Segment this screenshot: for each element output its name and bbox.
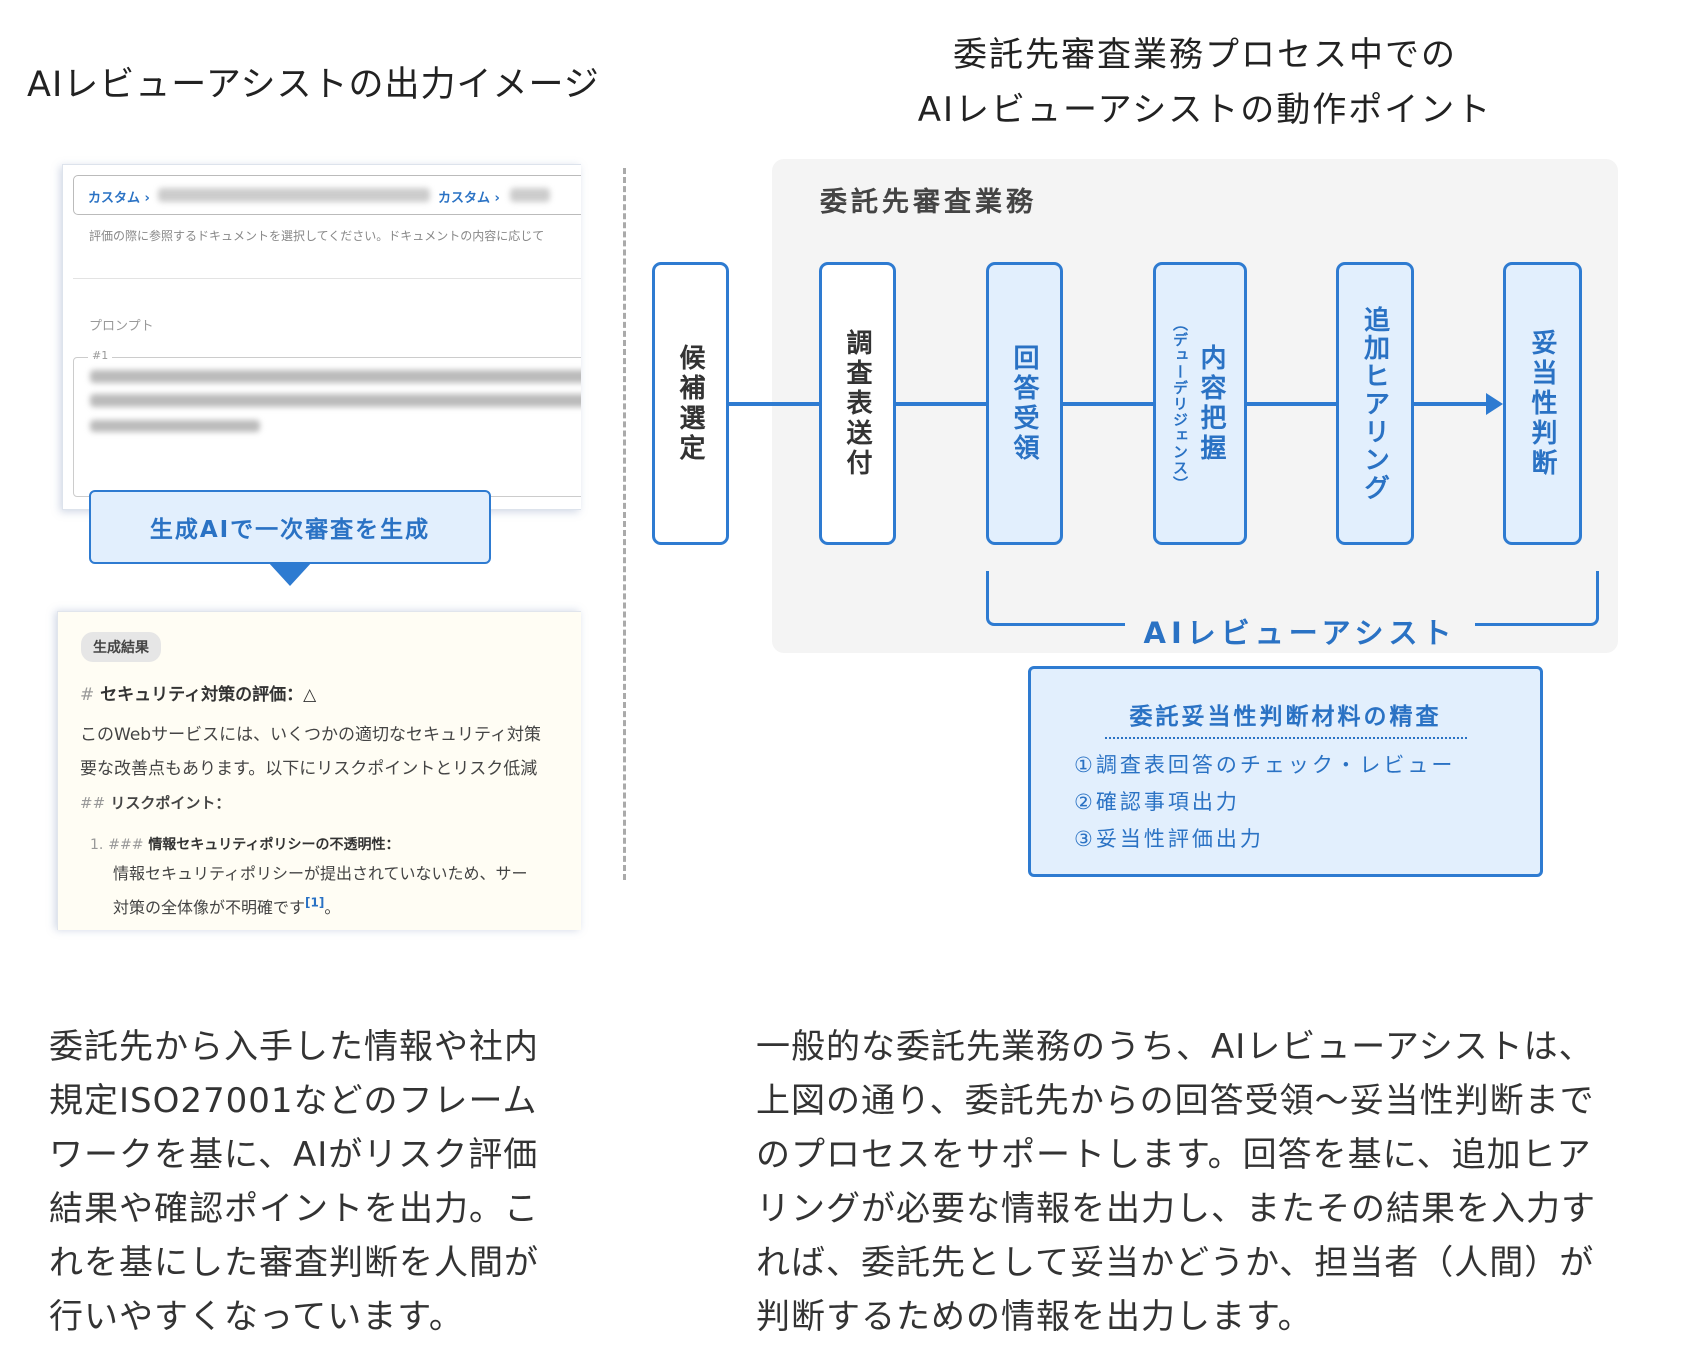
description-right: 一般的な委託先業務のうち、AIレビューアシストは、 上図の通り、委託先からの回答…: [756, 1020, 1596, 1344]
result-item-line: 情報セキュリティポリシーが提出されていないため、サー: [113, 864, 528, 883]
step-label: 妥当性判断: [1527, 328, 1557, 479]
heading-mark: #: [80, 685, 95, 705]
description-line: れを基にした審査判断を人間が: [49, 1243, 539, 1283]
refine-item: ②確認事項出力: [1074, 790, 1240, 814]
step-receive-answers: 回答受領: [986, 262, 1063, 545]
left-title: AIレビューアシストの出力イメージ: [27, 65, 600, 105]
right-title-line: AIレビューアシストの動作ポイント: [917, 90, 1493, 130]
dashed-divider: [623, 168, 626, 880]
blurred-text: [90, 394, 581, 407]
input-screenshot: カスタム › カスタム › 評価の際に参照するドキュメントを選択してください。ド…: [62, 164, 581, 510]
description-line: 委託先から入手した情報や社内: [49, 1027, 539, 1067]
item-title: 情報セキュリティポリシーの不透明性：: [148, 837, 400, 853]
step-label: 回答受領: [1009, 343, 1039, 464]
step-send-questionnaire: 調査表送付: [819, 262, 896, 545]
step-validity-judgment: 妥当性判断: [1503, 262, 1582, 545]
blurred-text: [510, 188, 550, 202]
down-arrow-icon: [268, 562, 312, 586]
separator: [73, 278, 581, 279]
prompt-label: プロンプト: [89, 319, 154, 334]
citation-link[interactable]: [1]: [305, 895, 325, 910]
item-line-end: 。: [324, 898, 341, 917]
right-title: 委託先審査業務プロセス中での AIレビューアシストの動作ポイント: [880, 28, 1530, 138]
description-line: 結果や確認ポイントを出力。こ: [49, 1189, 539, 1229]
result-paragraph-line: このWebサービスには、いくつかの適切なセキュリティ対策: [80, 725, 542, 745]
group-title: 委託先審査業務: [820, 187, 1037, 218]
heading-mark: ###: [108, 837, 144, 853]
step-label: 候補選定: [675, 343, 705, 464]
description-left: 委託先から入手した情報や社内 規定ISO27001などのフレーム ワークを基に、…: [49, 1020, 539, 1344]
step-additional-hearing: 追加ヒアリング: [1336, 262, 1414, 545]
step-content-review: 内容把握 （デューデリジェンス）: [1153, 262, 1247, 545]
result-subheading: ## リスクポイント：: [80, 792, 230, 813]
refine-title: 委託妥当性判断材料の精査: [1129, 704, 1442, 730]
result-item-line: 対策の全体像が不明確です[1]。: [113, 894, 340, 918]
prompt-field: #1: [73, 349, 581, 497]
description-line: 規定ISO27001などのフレーム: [49, 1081, 538, 1121]
heading-mark: ##: [80, 794, 106, 812]
item-number: 1.: [90, 837, 104, 853]
step-candidate-selection: 候補選定: [652, 262, 729, 545]
item-line-text: 対策の全体像が不明確です: [113, 898, 306, 917]
generate-review-button[interactable]: 生成AIで一次審査を生成: [89, 490, 491, 564]
description-line: 判断するための情報を出力します。: [756, 1297, 1313, 1337]
refine-item: ①調査表回答のチェック・レビュー: [1074, 753, 1456, 777]
result-screenshot: 生成結果 # セキュリティ対策の評価：△ このWebサービスには、いくつかの適切…: [57, 611, 581, 930]
blurred-text: [158, 188, 430, 202]
description-line: れば、委託先として妥当かどうか、担当者（人間）が: [756, 1243, 1595, 1283]
description-line: ワークを基に、AIがリスク評価: [49, 1135, 539, 1175]
description-line: 一般的な委託先業務のうち、AIレビューアシストは、: [756, 1027, 1594, 1067]
step-label: 内容把握: [1196, 343, 1226, 464]
arrow-head-icon: [1486, 393, 1503, 415]
result-badge: 生成結果: [81, 632, 161, 662]
dotted-separator: [1105, 737, 1467, 739]
step-sublabel: （デューデリジェンス）: [1171, 315, 1189, 492]
description-line: 上図の通り、委託先からの回答受領～妥当性判断まで: [756, 1081, 1595, 1121]
description-line: 行いやすくなっています。: [49, 1297, 464, 1337]
hint-text: 評価の際に参照するドキュメントを選択してください。ドキュメントの内容に応じて: [89, 229, 545, 243]
heading-text: セキュリティ対策の評価：△: [100, 685, 317, 705]
refine-box: 委託妥当性判断材料の精査 ①調査表回答のチェック・レビュー ②確認事項出力 ③妥…: [1028, 666, 1543, 877]
prompt-number: #1: [88, 349, 113, 362]
flow-connector: [700, 402, 1498, 406]
subheading-text: リスクポイント：: [110, 794, 231, 812]
step-label: 追加ヒアリング: [1359, 305, 1390, 502]
right-title-line: 委託先審査業務プロセス中での: [953, 35, 1457, 75]
result-list-item: 1. ### 情報セキュリティポリシーの不透明性：: [90, 834, 399, 854]
refine-item: ③妥当性評価出力: [1074, 827, 1264, 851]
description-line: リングが必要な情報を出力し、またその結果を入力す: [756, 1189, 1596, 1229]
result-paragraph-line: 要な改善点もあります。以下にリスクポイントとリスク低減: [80, 759, 538, 779]
assist-label: AIレビューアシスト: [1125, 610, 1475, 652]
blurred-text: [90, 420, 260, 432]
description-line: のプロセスをサポートします。回答を基に、追加ヒア: [756, 1135, 1592, 1175]
breadcrumb-item: カスタム ›: [88, 191, 150, 206]
step-label: 調査表送付: [842, 328, 872, 479]
breadcrumb-item: カスタム ›: [438, 191, 500, 206]
breadcrumb: カスタム › カスタム ›: [73, 175, 581, 215]
result-heading: # セキュリティ対策の評価：△: [80, 680, 316, 705]
blurred-text: [90, 370, 581, 383]
